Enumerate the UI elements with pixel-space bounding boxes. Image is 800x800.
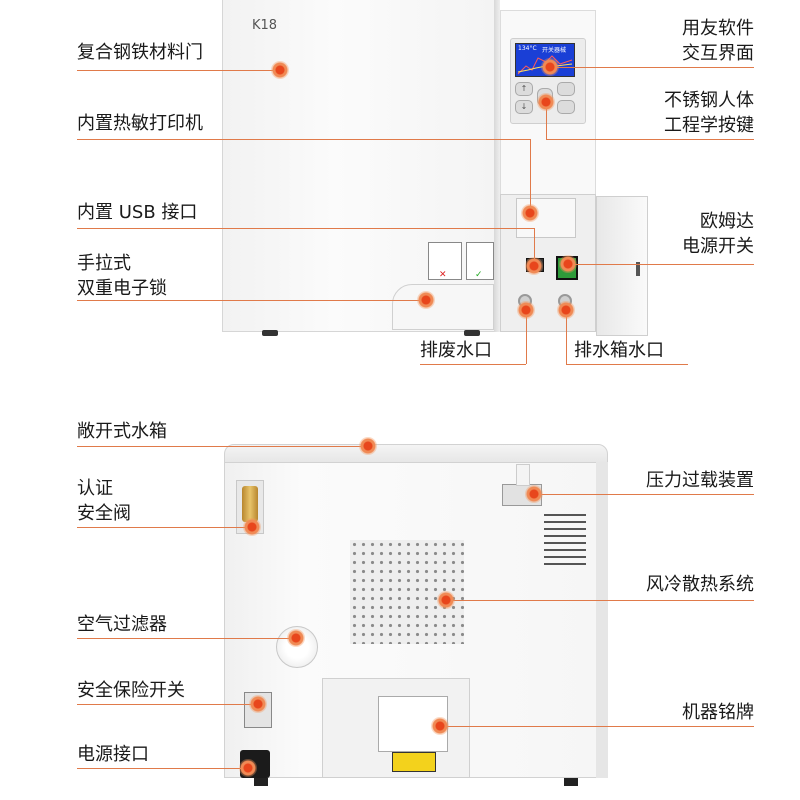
front-view: K18 ✕ ✓ 134°C 开关器械 ↑ ↓ — [0, 0, 800, 380]
sticker-check-icon: ✓ — [475, 270, 483, 280]
label-overload: 压力过载装置 — [646, 470, 754, 491]
label-keys-line2: 工程学按键 — [664, 115, 754, 136]
right-key-top[interactable] — [557, 82, 575, 96]
rear-view: 敞开式水箱 认证 安全阀 空气过滤器 安全保险开关 电源接口 压力过载装置 风冷… — [0, 390, 800, 800]
door-right-edge — [494, 0, 500, 332]
label-power-socket: 电源接口 — [77, 744, 149, 765]
door-handle — [392, 284, 494, 330]
label-nameplate: 机器铭牌 — [682, 702, 754, 723]
label-valve-line2: 安全阀 — [77, 503, 131, 524]
right-key-bottom[interactable] — [557, 100, 575, 114]
rear-top-panel — [224, 444, 608, 464]
sticker-cross-icon: ✕ — [439, 270, 447, 280]
marker-power-socket — [239, 759, 257, 777]
marker-keys — [537, 93, 555, 111]
label-fuse: 安全保险开关 — [77, 680, 185, 701]
label-printer: 内置热敏打印机 — [77, 113, 203, 134]
marker-overload — [525, 485, 543, 503]
open-side-door — [596, 196, 648, 336]
marker-usb — [525, 257, 543, 275]
door-sticker-right — [466, 242, 494, 280]
marker-nameplate — [431, 717, 449, 735]
front-foot-right — [464, 330, 480, 336]
label-power-line2: 电源开关 — [682, 236, 754, 257]
marker-cooling — [437, 591, 455, 609]
label-lock-line1: 手拉式 — [77, 253, 131, 274]
label-usb: 内置 USB 接口 — [77, 202, 198, 223]
marker-power — [559, 255, 577, 273]
label-drain: 排废水口 — [420, 340, 492, 361]
front-door — [222, 0, 500, 332]
marker-door — [271, 61, 289, 79]
label-power-line1: 欧姆达 — [700, 211, 754, 232]
rear-right-side — [596, 462, 608, 778]
front-foot-left — [262, 330, 278, 336]
marker-tank-drain — [557, 301, 575, 319]
label-open-tank: 敞开式水箱 — [77, 421, 167, 442]
model-text: K18 — [252, 18, 278, 33]
marker-drain — [517, 301, 535, 319]
label-door: 复合钢铁材料门 — [77, 42, 203, 63]
overload-pipe — [516, 464, 530, 486]
warning-sticker — [392, 752, 436, 772]
label-ui-line2: 交互界面 — [682, 43, 754, 64]
marker-ui — [541, 58, 559, 76]
marker-lock — [417, 291, 435, 309]
label-ui-line1: 用友软件 — [682, 18, 754, 39]
marker-valve — [243, 518, 261, 536]
rear-foot-left — [254, 778, 268, 786]
safety-valve-brass — [242, 486, 258, 522]
marker-printer — [521, 204, 539, 222]
lcd-temp: 134°C — [518, 45, 537, 52]
down-key[interactable]: ↓ — [515, 100, 533, 114]
label-keys-line1: 不锈钢人体 — [664, 90, 754, 111]
marker-air-filter — [287, 629, 305, 647]
label-cooling: 风冷散热系统 — [646, 574, 754, 595]
side-door-latch — [636, 262, 640, 276]
up-key[interactable]: ↑ — [515, 82, 533, 96]
door-sticker-left — [428, 242, 462, 280]
label-lock-line2: 双重电子锁 — [77, 278, 167, 299]
lcd-title: 开关器械 — [542, 47, 567, 54]
label-air-filter: 空气过滤器 — [77, 614, 167, 635]
marker-fuse — [249, 695, 267, 713]
rear-foot-right — [564, 778, 578, 786]
label-tank-drain: 排水箱水口 — [574, 340, 664, 361]
air-filter-cap — [276, 626, 318, 668]
marker-open-tank — [359, 437, 377, 455]
vent-slots — [544, 514, 586, 570]
label-valve-line1: 认证 — [77, 478, 113, 499]
